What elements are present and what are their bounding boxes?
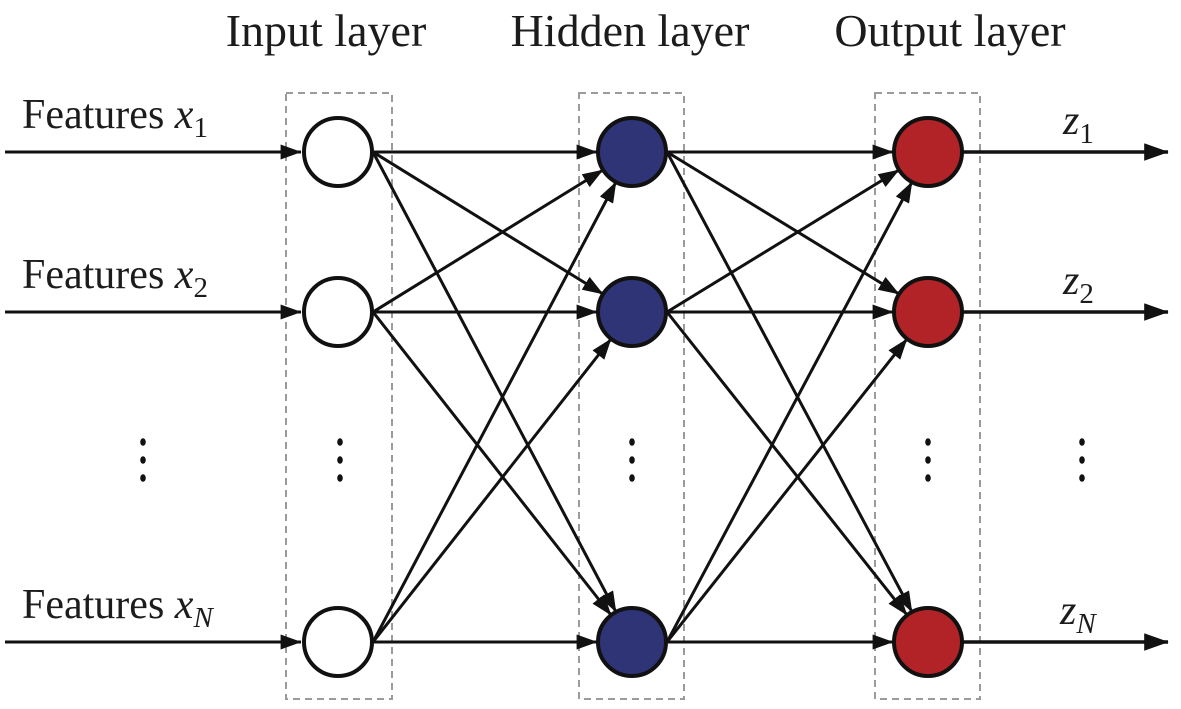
- connection: [371, 151, 618, 613]
- ellipsis-hidden-column: [629, 438, 635, 482]
- input-layer-title: Input layer: [226, 5, 427, 56]
- connection: [666, 150, 900, 296]
- ellipsis-dots: [140, 438, 1085, 482]
- ellipsis-features-column: [140, 438, 146, 482]
- connection: [371, 311, 613, 616]
- output-arrows: [963, 143, 1169, 651]
- hidden-node-1: [596, 116, 668, 188]
- connection: [665, 338, 909, 643]
- input-hidden-connections: [371, 144, 618, 650]
- connection: [665, 311, 909, 616]
- hidden-output-connections: [665, 144, 914, 650]
- input-node-n: [302, 606, 374, 678]
- feature-input-arrows: [5, 144, 302, 650]
- connection: [372, 168, 604, 314]
- ellipsis-input-column: [337, 438, 343, 482]
- feature-label-n: Features xN: [22, 582, 214, 634]
- hidden-node-n: [596, 606, 668, 678]
- input-node-2: [302, 276, 374, 348]
- output-layer-box: [874, 92, 981, 700]
- hidden-node-2: [596, 276, 668, 348]
- connection: [371, 181, 618, 643]
- input-layer-box: [285, 92, 393, 700]
- connection: [371, 338, 613, 643]
- ellipsis-output-column: [925, 438, 931, 482]
- output-node-2: [892, 276, 964, 348]
- connection: [665, 181, 914, 643]
- hidden-layer-box: [578, 92, 685, 700]
- hidden-layer-title: Hidden layer: [511, 5, 750, 56]
- layer-boxes: [285, 92, 981, 700]
- labels-layer: Input layer Hidden layer Output layer Fe…: [22, 5, 1097, 640]
- output-label-2: z2: [1062, 258, 1094, 310]
- connection: [665, 151, 914, 613]
- output-label-1: z1: [1062, 98, 1094, 150]
- ellipsis-z-column: [1079, 438, 1085, 482]
- input-node-1: [302, 116, 374, 188]
- output-label-n: zN: [1059, 588, 1097, 640]
- connection: [372, 150, 604, 296]
- feature-label-2: Features x2: [22, 252, 208, 304]
- connection: [666, 168, 900, 314]
- feature-label-1: Features x1: [22, 92, 208, 144]
- output-node-n: [892, 606, 964, 678]
- nodes-layer: [302, 116, 964, 678]
- output-layer-title: Output layer: [834, 5, 1065, 56]
- output-node-1: [892, 116, 964, 188]
